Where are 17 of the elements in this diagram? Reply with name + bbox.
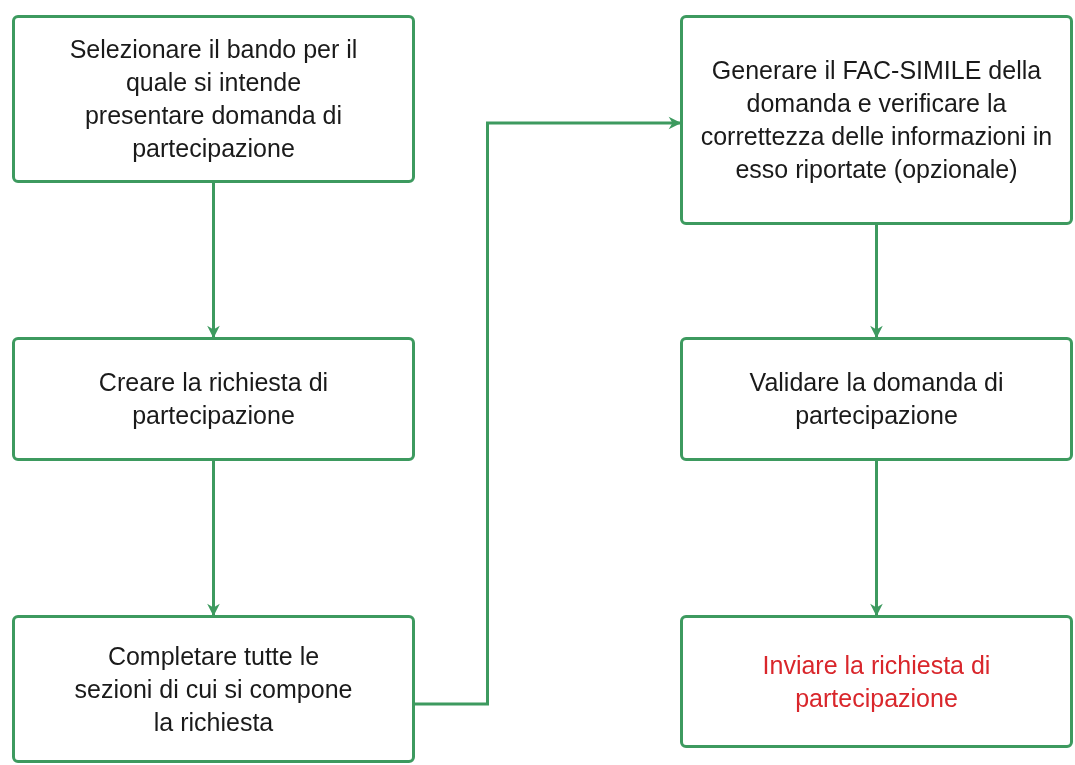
process-box (680, 15, 1073, 225)
arrow (870, 225, 883, 339)
process-box (680, 337, 1073, 461)
step-text: Generare il FAC-SIMILE della domanda e verificare la correttezza delle informazioni in esso riportate (opzionale) (699, 55, 1054, 185)
arrow (207, 461, 220, 617)
step-text: Validare la domanda di partecipazione (748, 367, 1005, 431)
step-text: Inviare la richiesta di partecipazione (761, 649, 992, 714)
step-text: Creare la richiesta di partecipazione (97, 367, 330, 431)
step-text: Selezionare il bando per il quale si intende presentare domanda di partecipazione (68, 34, 359, 164)
step-text: Completare tutte le sezioni di cui si compone la richiesta (73, 640, 354, 738)
process-box (12, 15, 415, 183)
arrow (415, 116, 682, 706)
process-box (12, 615, 415, 763)
arrow (207, 183, 220, 339)
process-box (12, 337, 415, 461)
process-box (680, 615, 1073, 748)
arrow (870, 461, 883, 617)
